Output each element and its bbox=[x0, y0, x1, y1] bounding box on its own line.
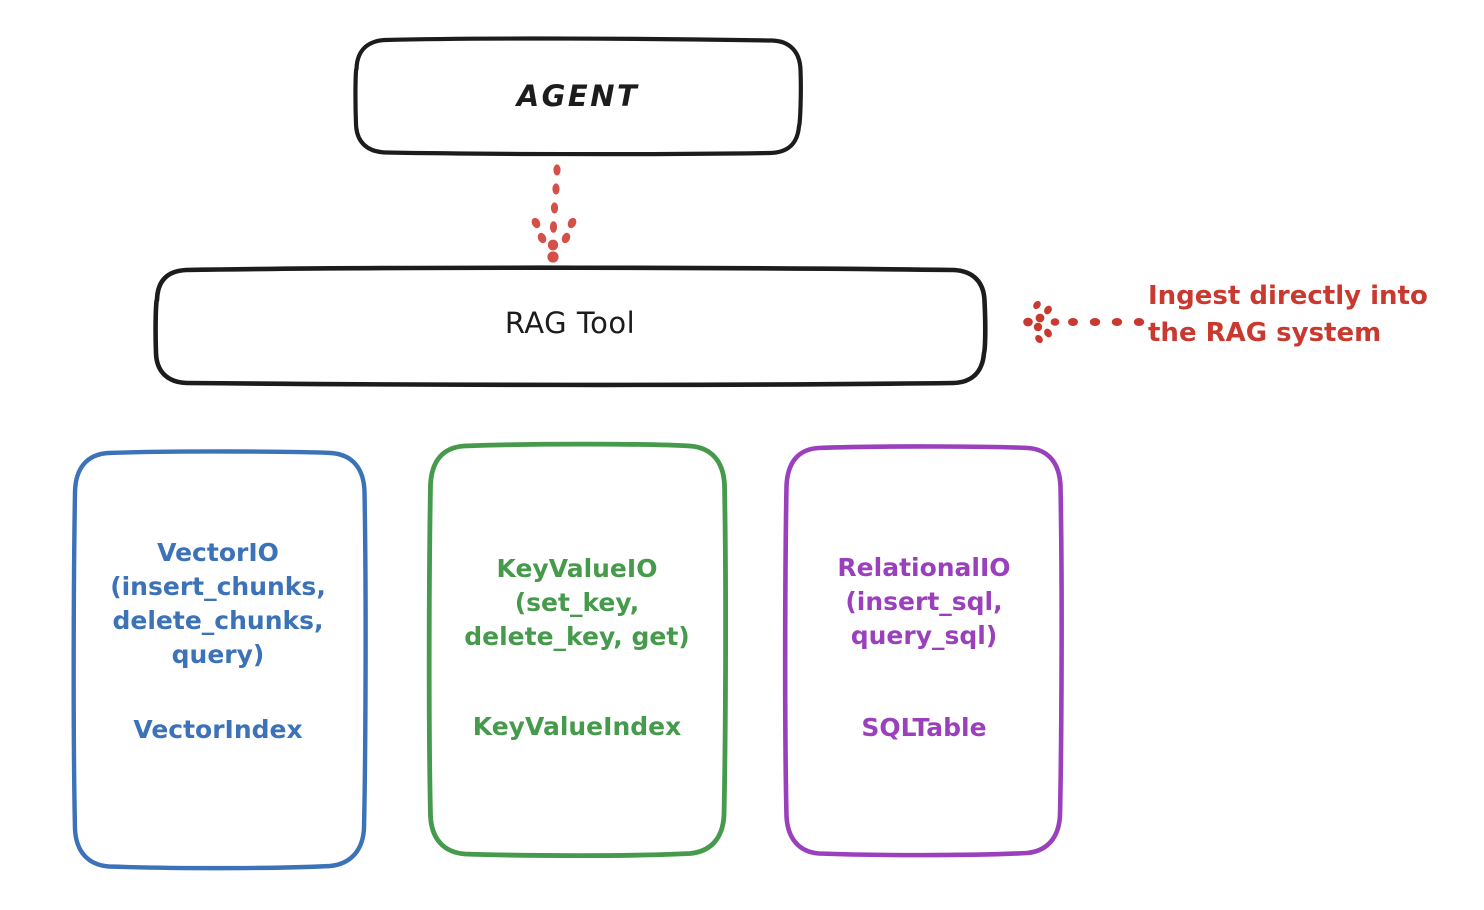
agent-node[interactable] bbox=[353, 36, 803, 157]
rag-tool-box-outline bbox=[153, 265, 988, 388]
vector-io-box-outline bbox=[71, 449, 368, 871]
relational-io-node[interactable] bbox=[782, 444, 1064, 858]
agent-box-outline bbox=[353, 36, 803, 157]
rag-tool-node[interactable] bbox=[153, 265, 988, 388]
keyvalue-io-node[interactable] bbox=[426, 441, 729, 859]
relational-io-box-outline bbox=[782, 444, 1064, 858]
agent-to-rag-arrow bbox=[531, 164, 577, 263]
keyvalue-io-box-outline bbox=[426, 441, 729, 859]
ingest-arrow bbox=[1023, 300, 1145, 344]
vector-io-node[interactable] bbox=[71, 449, 368, 871]
